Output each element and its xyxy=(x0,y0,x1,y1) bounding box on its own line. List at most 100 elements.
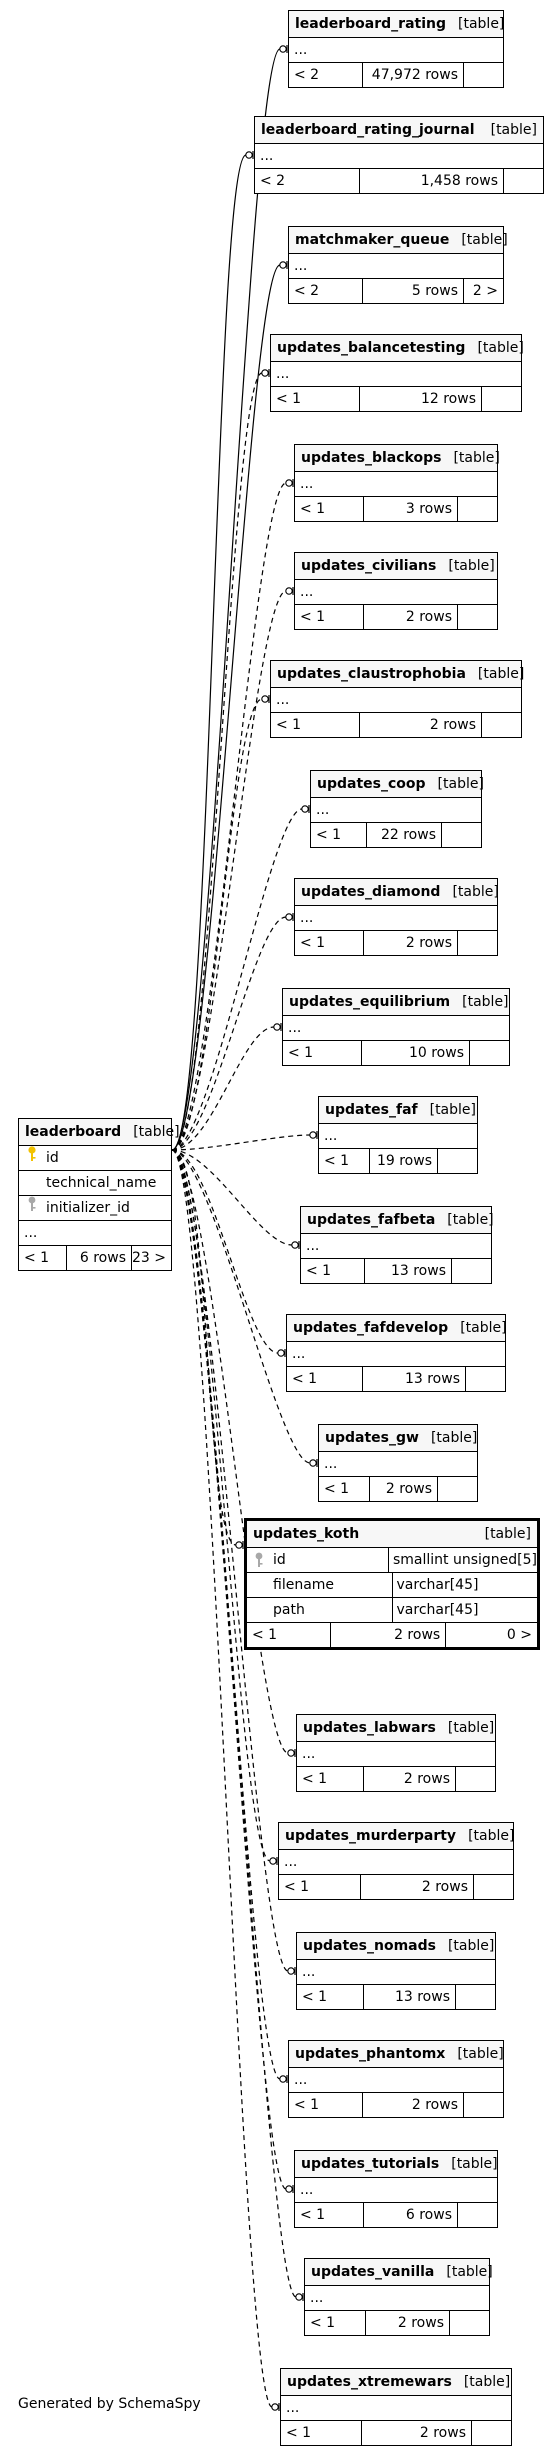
parents-count xyxy=(471,2421,511,2445)
more-columns: ... xyxy=(271,362,521,387)
table-header: updates_gw [table] xyxy=(319,1425,477,1452)
relationship-line xyxy=(171,1134,311,1151)
table-header: updates_blackops[table] xyxy=(295,445,500,472)
relationship-line xyxy=(171,698,263,1151)
table-name: updates_xtremewars xyxy=(287,2374,452,2390)
children-count: < 2 xyxy=(260,173,286,189)
table-name: updates_equilibrium xyxy=(289,994,451,1010)
column-name: id xyxy=(46,1150,59,1166)
more-columns: ... xyxy=(311,798,481,823)
table-header: updates_civilians[table] xyxy=(295,553,497,580)
children-count: < 1 xyxy=(252,1627,278,1643)
parents-count xyxy=(503,169,543,193)
table-name: leaderboard_rating_journal xyxy=(261,122,475,138)
table-type: [table] xyxy=(446,2264,493,2280)
table-header: leaderboard_rating_journal [table] xyxy=(255,117,543,144)
children-count: < 1 xyxy=(302,1771,328,1787)
row-count: 2 rows xyxy=(358,713,481,737)
table-header: leaderboard_rating[table] xyxy=(289,11,504,38)
table-footer: < 1 2 rows xyxy=(271,713,521,737)
table-header: updates_phantomx[table] xyxy=(289,2041,504,2068)
cardinality-marker xyxy=(287,1967,295,1975)
more-columns: ... xyxy=(289,254,503,279)
table-updates-koth[interactable]: updates_koth [table] id smallint unsigne… xyxy=(244,1518,540,1650)
children-count: < 1 xyxy=(300,2207,326,2223)
cardinality-marker xyxy=(261,695,269,703)
cardinality-marker xyxy=(285,587,293,595)
table-footer: < 1 2 rows 0 > xyxy=(247,1623,537,1647)
children-count: < 1 xyxy=(292,1371,318,1387)
parents-count xyxy=(463,2093,503,2117)
relationship-line xyxy=(171,808,303,1151)
more-columns: ... xyxy=(295,2178,497,2203)
parents-count xyxy=(437,1477,477,1501)
more-columns: ... xyxy=(295,580,497,605)
table-header: updates_fafdevelop[table] xyxy=(287,1315,507,1342)
children-count: < 2 xyxy=(294,67,320,83)
relationship-line xyxy=(171,1149,237,1546)
relationship-line xyxy=(171,1149,279,1354)
table-name: updates_gw xyxy=(325,1430,419,1446)
more-columns: ... xyxy=(319,1124,477,1149)
column-name: filename xyxy=(273,1577,335,1593)
parents-count xyxy=(481,387,521,411)
relationship-line xyxy=(171,1149,287,2190)
table-type: [table] xyxy=(430,1430,478,1446)
table-name: updates_phantomx xyxy=(295,2046,446,2062)
relationship-line xyxy=(171,1149,289,1972)
relationship-line xyxy=(171,590,287,1151)
cardinality-marker xyxy=(285,913,293,921)
children-count: < 1 xyxy=(300,609,326,625)
more-columns: ... xyxy=(283,1016,509,1041)
cardinality-marker xyxy=(235,1541,243,1549)
row-count: 19 rows xyxy=(368,1149,437,1173)
table-type: [table] xyxy=(453,450,500,466)
children-count: < 1 xyxy=(288,1045,314,1061)
cardinality-marker xyxy=(287,1749,295,1757)
table-type: [table] xyxy=(133,1124,180,1140)
column-name: id xyxy=(273,1552,286,1568)
table-type: [table] xyxy=(484,1526,531,1542)
foreign-key-icon xyxy=(24,1196,40,1212)
row-count: 6 rows xyxy=(66,1246,131,1270)
children-count: < 1 xyxy=(276,717,302,733)
table-header: updates_coop[table] xyxy=(311,771,484,798)
row-count: 3 rows xyxy=(362,497,457,521)
table-leaderboard[interactable]: leaderboard [table] id technical_name in… xyxy=(18,1118,180,1271)
children-count: < 1 xyxy=(294,2097,320,2113)
cardinality-marker xyxy=(279,45,287,53)
row-count: 6 rows xyxy=(362,2203,457,2227)
relationship-line xyxy=(171,154,247,1151)
table-type: [table] xyxy=(490,122,537,138)
cardinality-marker xyxy=(277,1349,285,1357)
table-header: leaderboard [table] xyxy=(19,1119,180,1146)
